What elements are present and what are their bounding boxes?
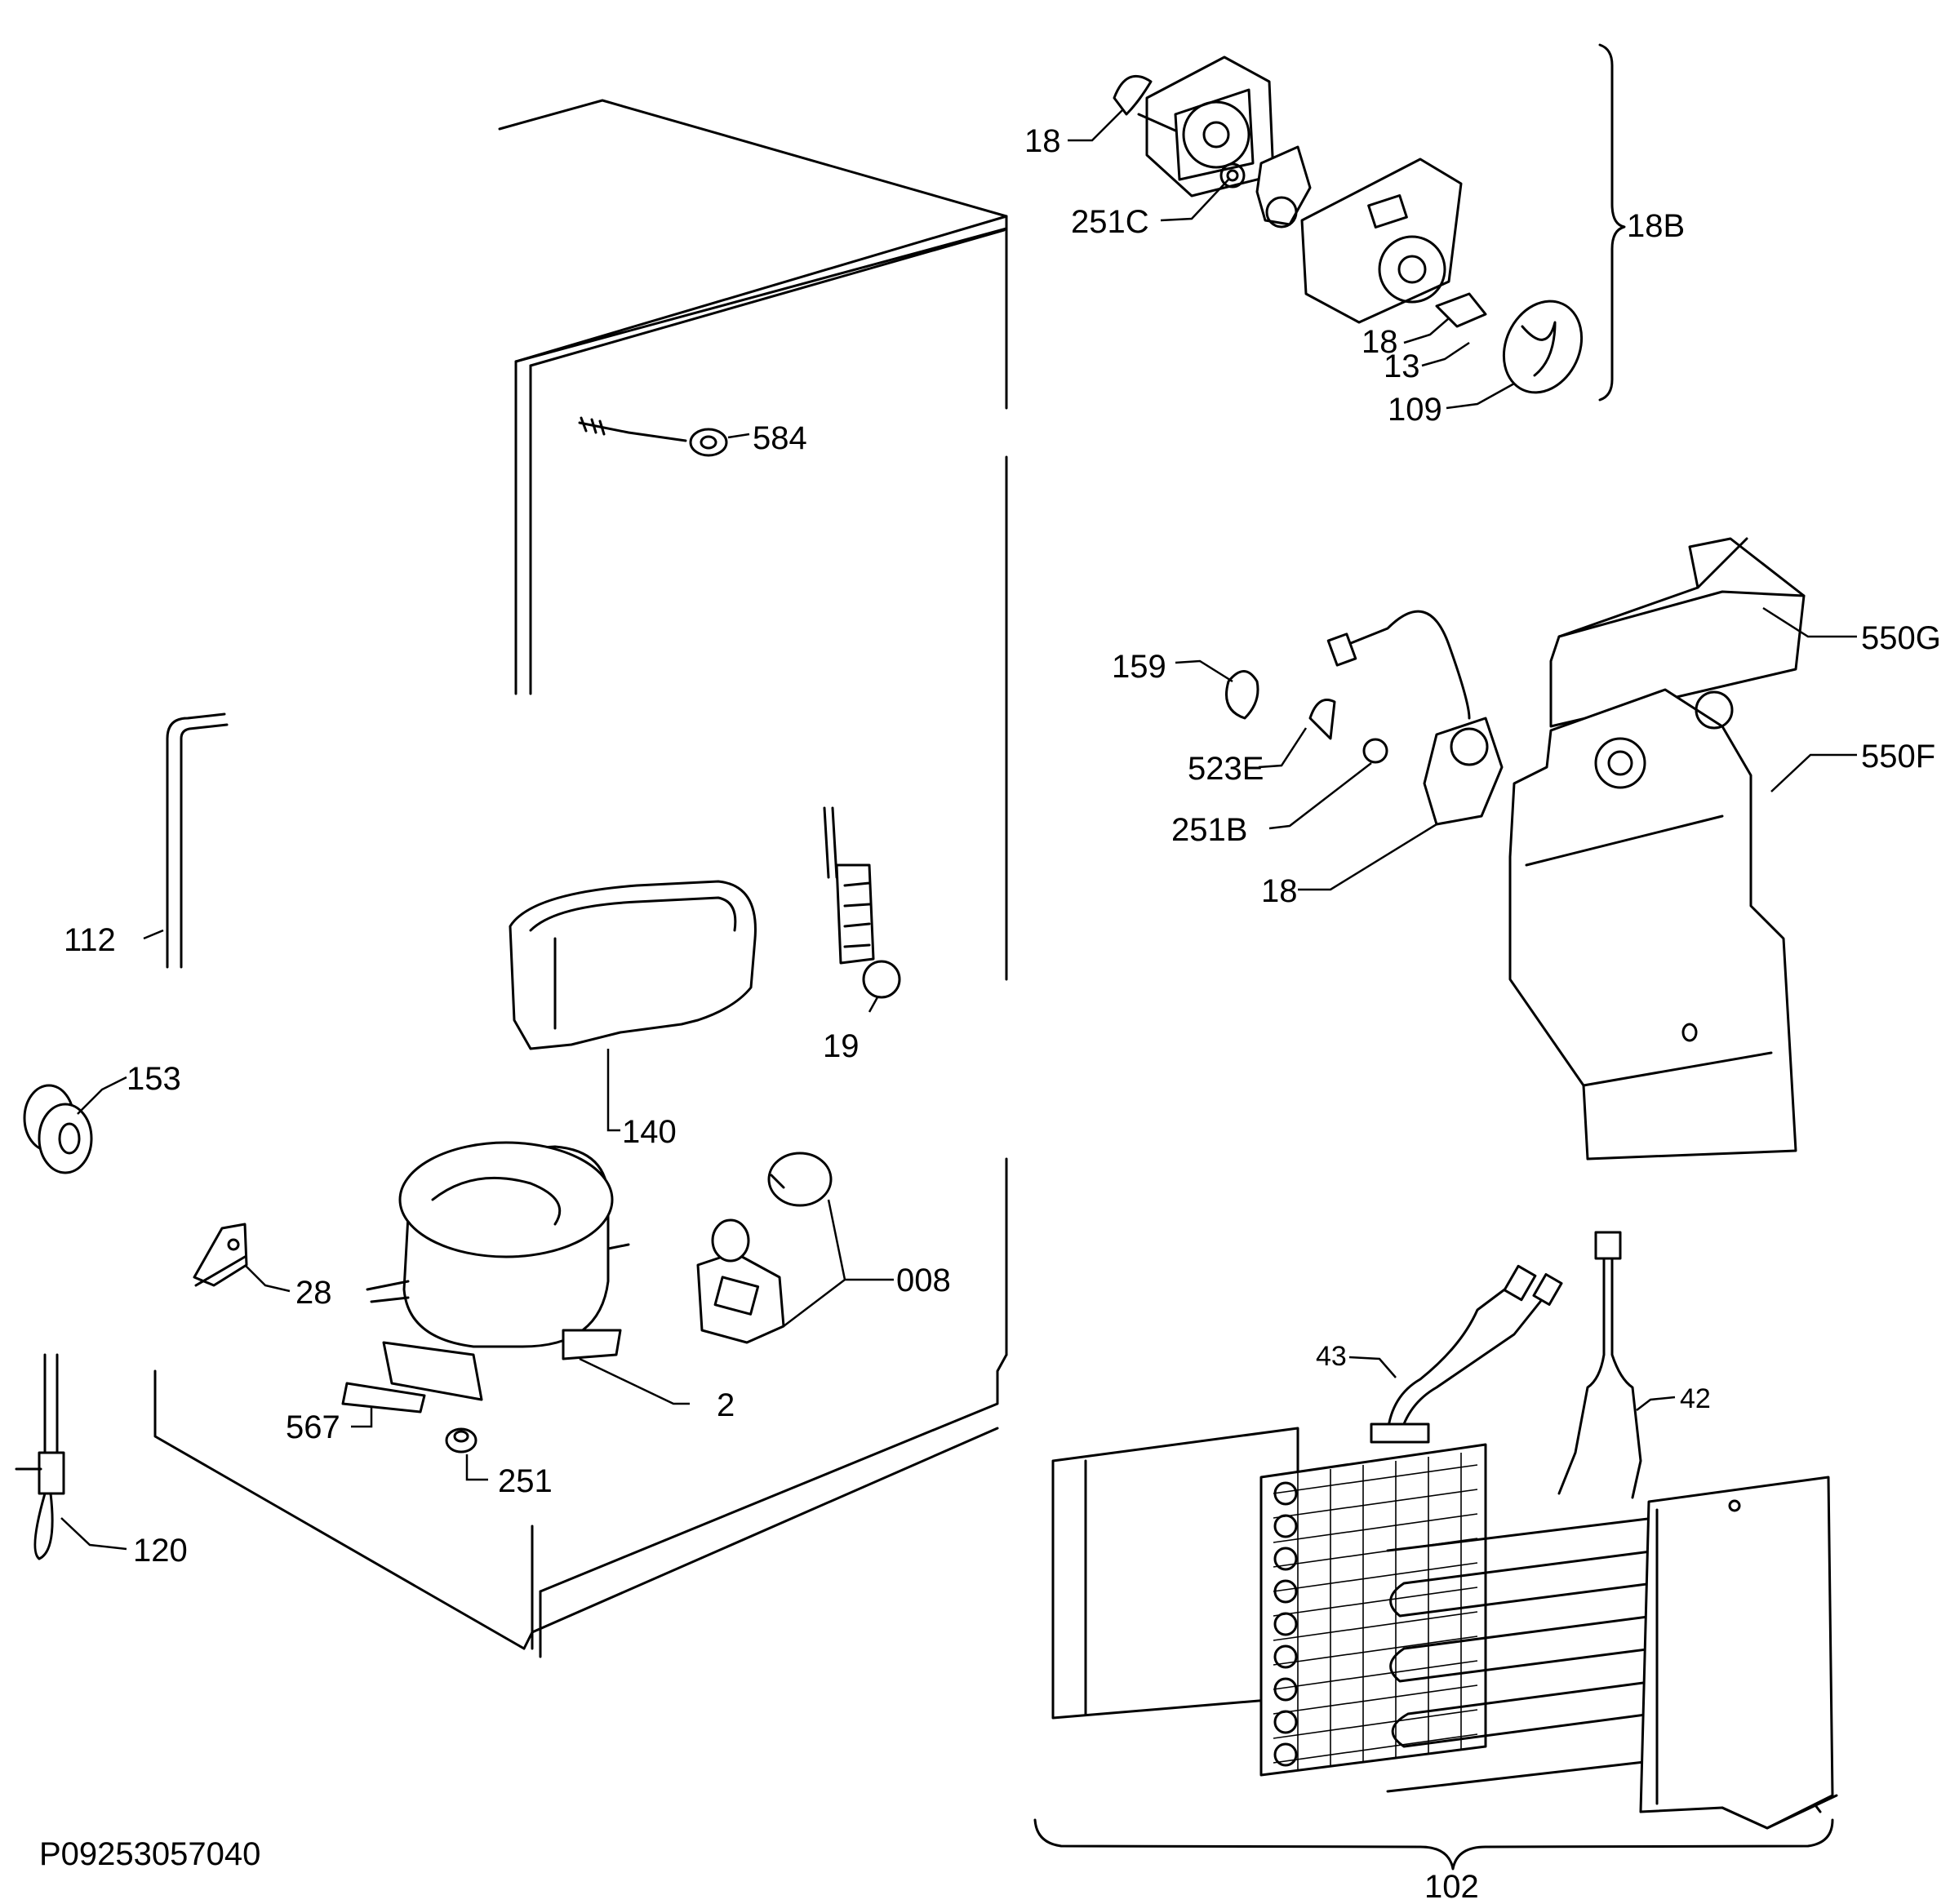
callout-251: 251 — [498, 1463, 553, 1499]
sensor-584 — [578, 416, 728, 457]
callout-18: 18 — [1024, 123, 1061, 159]
callout-18b: 18B — [1627, 208, 1685, 244]
fan-assembly-18b — [1113, 55, 1584, 394]
callout-550g: 550G — [1861, 620, 1941, 656]
bracket-102 — [1033, 1818, 1834, 1871]
cabinet-outline — [153, 99, 1008, 1658]
callout-153: 153 — [127, 1061, 181, 1097]
callout-42: 42 — [1680, 1383, 1711, 1414]
pipe-112 — [166, 712, 229, 969]
relay-008 — [696, 1152, 833, 1344]
bracket-18b — [1598, 43, 1626, 402]
foot-567 — [341, 1382, 426, 1414]
compressor-2 — [366, 1141, 630, 1401]
evaporator-tubes — [1273, 1481, 1298, 1767]
evaporator-cover-550f — [1508, 688, 1797, 1161]
nut-251 — [445, 1427, 478, 1454]
callout-584: 584 — [753, 420, 807, 456]
leader-lines — [60, 109, 1857, 1551]
callout-523e: 523E — [1188, 751, 1264, 787]
callout-18: 18 — [1261, 873, 1298, 909]
callout-140: 140 — [622, 1114, 677, 1150]
callout-567: 567 — [286, 1409, 340, 1445]
callout-labels: 18 251C 18 13 109 18B 584 550G 159 523E … — [64, 123, 1941, 1904]
callout-120: 120 — [133, 1533, 188, 1569]
callout-2: 2 — [717, 1387, 735, 1423]
callout-18: 18 — [1362, 324, 1398, 360]
callout-19: 19 — [823, 1028, 860, 1064]
heater-19 — [823, 806, 901, 999]
callout-28: 28 — [295, 1275, 332, 1311]
evaporator-fins — [1273, 1453, 1478, 1771]
callout-550f: 550F — [1861, 739, 1935, 774]
drip-tray-140 — [509, 880, 757, 1050]
callout-43: 43 — [1316, 1341, 1347, 1372]
callout-13: 13 — [1384, 348, 1420, 384]
grommet-153 — [23, 1084, 93, 1174]
harness-43 — [1370, 1264, 1563, 1444]
callout-112: 112 — [64, 922, 116, 958]
evaporator-102 — [1051, 1427, 1838, 1830]
drawing-code: P09253057040 — [39, 1836, 260, 1872]
callout-102: 102 — [1424, 1869, 1479, 1904]
callout-251c: 251C — [1071, 204, 1149, 240]
callout-159: 159 — [1112, 649, 1166, 685]
callout-008: 008 — [896, 1263, 951, 1298]
harness-42 — [1557, 1231, 1642, 1499]
callout-251b: 251B — [1171, 812, 1247, 848]
bracket-28 — [193, 1223, 248, 1287]
callout-109: 109 — [1388, 392, 1442, 428]
fan-motor-18 — [1225, 610, 1504, 826]
heater-120 — [15, 1353, 65, 1560]
